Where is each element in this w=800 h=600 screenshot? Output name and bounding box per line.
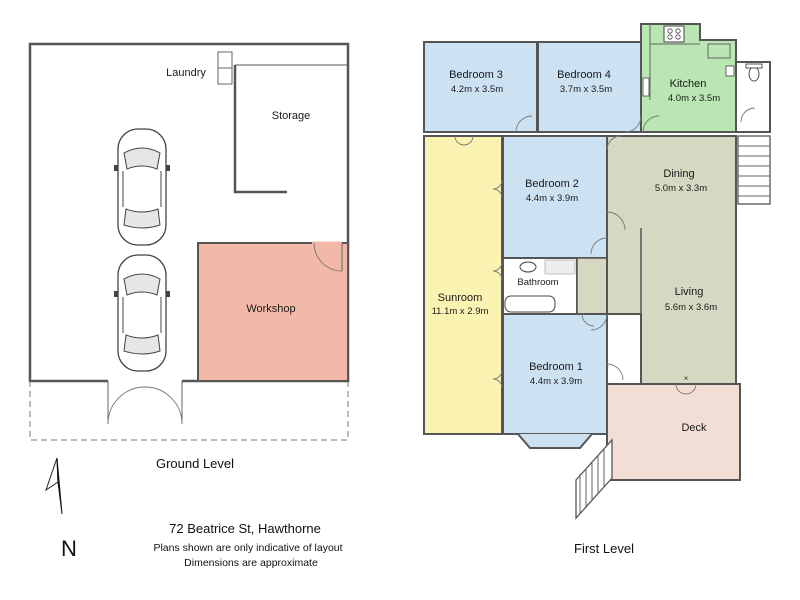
disclaimer-dimensions: Dimensions are approximate: [184, 557, 318, 569]
door-swing-bedroom-2: [590, 237, 608, 255]
room-label-deck: Deck: [681, 422, 707, 434]
room-label-bedroom-3: Bedroom 3: [449, 69, 503, 81]
svg-text:×: ×: [684, 374, 689, 383]
storage-wall: [233, 65, 287, 194]
room-deck: [606, 383, 741, 481]
hand-basin-icon: [725, 65, 735, 77]
room-label-sunroom: Sunroom: [438, 292, 483, 304]
deck-stairs: [575, 438, 613, 520]
room-dims-dining: 5.0m x 3.3m: [655, 183, 707, 194]
kitchen-bench: [649, 24, 731, 100]
room-label-bedroom-4: Bedroom 4: [557, 69, 611, 81]
room-label-bathroom: Bathroom: [517, 277, 558, 288]
hallway: [576, 257, 608, 315]
laundry-unit-1: [217, 51, 233, 69]
laundry-unit-2: [217, 67, 233, 85]
north-label: N: [61, 536, 77, 561]
ground-level-caption: Ground Level: [156, 456, 234, 471]
room-dims-bedroom-1: 4.4m x 3.9m: [530, 376, 582, 387]
french-doors-deck: [675, 383, 697, 395]
garage-door-left-swing: [107, 386, 146, 425]
bathtub-icon: [504, 295, 556, 313]
shower-tiles: [544, 259, 576, 275]
room-dims-bedroom-4: 3.7m x 3.5m: [560, 84, 612, 95]
driveway-outline: [29, 381, 349, 441]
french-doors-bedroom-2: [492, 179, 503, 199]
workshop-room: [197, 242, 349, 382]
car-icon: [114, 254, 170, 372]
room-bedroom-4: [537, 41, 642, 133]
french-doors-bedroom-1: [492, 369, 503, 389]
door-swing-hall: [606, 211, 626, 231]
room-dims-bedroom-2: 4.4m x 3.9m: [526, 193, 578, 204]
french-doors-bathroom: [492, 261, 503, 281]
bay-window: [517, 433, 593, 449]
room-label-kitchen: Kitchen: [670, 78, 707, 90]
garage-door-right-swing: [144, 386, 183, 425]
room-label-laundry: Laundry: [166, 67, 206, 79]
room-dims-sunroom: 11.1m x 2.9m: [432, 306, 489, 317]
door-swing-kitchen: [642, 115, 660, 133]
first-level-plan: × Bedroom 3 4.2m x 3.5m Bedroom 4 3.7m x…: [423, 23, 771, 556]
door-swing-bathroom: [581, 313, 595, 327]
disclaimer-layout: Plans shown are only indicative of layou…: [153, 542, 342, 554]
room-label-living: Living: [675, 286, 704, 298]
room-dims-kitchen: 4.0m x 3.5m: [668, 93, 720, 104]
workshop-door-swing: [313, 242, 343, 272]
room-label-storage: Storage: [272, 110, 311, 122]
back-stairs: [737, 135, 771, 205]
room-label-dining: Dining: [663, 168, 694, 180]
door-swing-dining: [606, 135, 622, 151]
ground-level-plan: Laundry Storage Workshop Ground Level: [28, 42, 350, 471]
toilet-icon: [748, 66, 760, 82]
first-level-caption: First Level: [574, 541, 634, 556]
room-label-workshop: Workshop: [246, 303, 295, 315]
room-label-bedroom-1: Bedroom 1: [529, 361, 583, 373]
room-dims-bedroom-3: 4.2m x 3.5m: [451, 84, 503, 95]
door-swing-bedroom-1: [590, 313, 608, 331]
french-doors-sunroom: [454, 135, 474, 146]
door-swing-living: [606, 363, 624, 381]
room-sunroom: [423, 135, 503, 435]
property-address: 72 Beatrice St, Hawthorne: [169, 521, 321, 536]
stove-icon: [663, 25, 685, 43]
door-swing-toilet: [740, 107, 756, 123]
kitchen-sink-icon: [642, 77, 650, 97]
room-label-bedroom-2: Bedroom 2: [525, 178, 579, 190]
door-swing-bedroom-4: [624, 115, 642, 133]
room-bedroom-1: [502, 313, 608, 435]
room-dims-living: 5.6m x 3.6m: [665, 302, 717, 313]
room-kitchen: [640, 23, 737, 133]
basin-icon: [519, 261, 537, 273]
north-arrow-icon: [45, 457, 63, 515]
car-icon: [114, 128, 170, 246]
door-swing-bedroom-3: [515, 115, 533, 133]
